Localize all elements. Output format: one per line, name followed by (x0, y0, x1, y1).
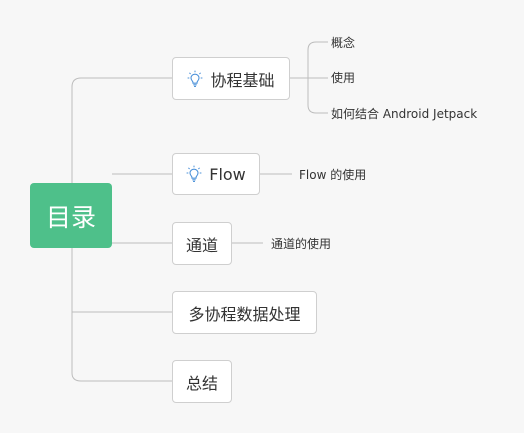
topic-multi-coroutine-data[interactable]: 多协程数据处理 (172, 291, 317, 334)
topic-label: 多协程数据处理 (188, 304, 301, 324)
subtopic-flow-usage[interactable]: Flow 的使用 (299, 165, 366, 183)
root-node[interactable]: 目录 (30, 183, 112, 248)
subtopic-label: 如何结合 Android Jetpack (331, 106, 478, 121)
trunk-connector (71, 77, 172, 183)
topic-label: Flow (209, 164, 246, 184)
connector-basics-leaves (290, 41, 328, 114)
trunk-connector-lower (71, 248, 172, 382)
topic-flow[interactable]: Flow (172, 153, 260, 195)
subtopic-label: 通道的使用 (271, 236, 332, 251)
lightbulb-icon (187, 70, 203, 88)
topic-coroutine-basics[interactable]: 协程基础 (172, 57, 290, 100)
subtopic-label: Flow 的使用 (299, 167, 367, 182)
subtopic-concept[interactable]: 概念 (331, 33, 355, 51)
topic-label: 协程基础 (210, 70, 275, 90)
topic-summary[interactable]: 总结 (172, 360, 232, 403)
topic-label: 通道 (185, 235, 218, 255)
subtopic-usage[interactable]: 使用 (331, 68, 355, 86)
subtopic-label: 使用 (331, 70, 356, 85)
topic-channel[interactable]: 通道 (172, 222, 232, 265)
root-label: 目录 (45, 202, 96, 232)
subtopic-label: 概念 (331, 35, 356, 50)
subtopic-jetpack[interactable]: 如何结合 Android Jetpack (331, 104, 477, 122)
lightbulb-icon (186, 165, 202, 183)
subtopic-channel-usage[interactable]: 通道的使用 (271, 234, 331, 252)
topic-label: 总结 (185, 373, 218, 393)
